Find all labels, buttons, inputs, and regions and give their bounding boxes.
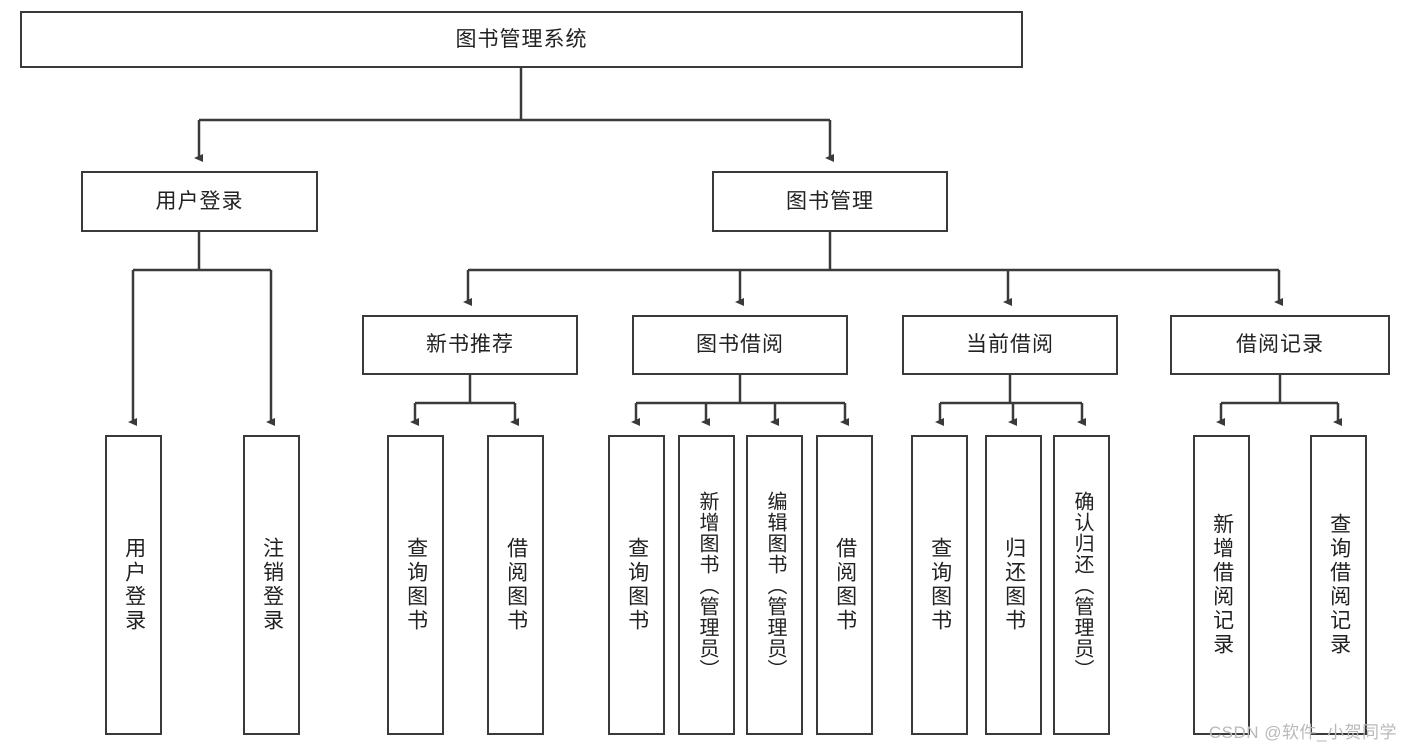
node-label: 当前借阅	[966, 333, 1054, 357]
node-label: 借阅图书	[833, 537, 857, 633]
node-l3-new-book-rec[interactable]: 新书推荐	[362, 315, 578, 375]
node-leaf-leaf-borrow-book-b[interactable]: 借阅图书	[816, 435, 873, 735]
node-label: 注销登录	[260, 537, 284, 633]
node-label: 用户登录	[122, 537, 146, 633]
node-label: 借阅图书	[504, 537, 528, 633]
node-leaf-leaf-borrow-book-rec[interactable]: 借阅图书	[487, 435, 544, 735]
node-l3-current-borrow[interactable]: 当前借阅	[902, 315, 1118, 375]
node-label: 图书借阅	[696, 333, 784, 357]
node-l3-book-borrow[interactable]: 图书借阅	[632, 315, 848, 375]
node-label: 用户登录	[155, 189, 244, 213]
node-label: 查询图书	[625, 537, 649, 633]
node-label: 借阅记录	[1236, 333, 1324, 357]
node-label: 查询借阅记录	[1327, 513, 1351, 657]
node-leaf-leaf-query-record[interactable]: 查询借阅记录	[1310, 435, 1367, 735]
node-leaf-leaf-add-record[interactable]: 新增借阅记录	[1193, 435, 1250, 735]
node-label: 图书管理	[786, 189, 874, 213]
node-label: 图书管理系统	[455, 27, 588, 51]
node-label: 编辑图书（管理员）	[764, 490, 786, 680]
node-label: 新增图书（管理员）	[696, 490, 718, 680]
node-label: 新增借阅记录	[1210, 513, 1234, 657]
node-leaf-leaf-edit-book[interactable]: 编辑图书（管理员）	[746, 435, 803, 735]
node-l3-borrow-record[interactable]: 借阅记录	[1170, 315, 1390, 375]
node-leaf-leaf-query-book-b[interactable]: 查询图书	[608, 435, 665, 735]
node-leaf-leaf-user-logout[interactable]: 注销登录	[243, 435, 300, 735]
node-leaf-leaf-query-book-c[interactable]: 查询图书	[911, 435, 968, 735]
node-label: 新书推荐	[426, 333, 514, 357]
node-leaf-leaf-user-login[interactable]: 用户登录	[105, 435, 162, 735]
node-label: 确认归还（管理员）	[1071, 490, 1093, 680]
node-leaf-leaf-return-book[interactable]: 归还图书	[985, 435, 1042, 735]
node-l2-user-login[interactable]: 用户登录	[81, 171, 318, 232]
node-label: 查询图书	[928, 537, 952, 633]
node-leaf-leaf-confirm-return[interactable]: 确认归还（管理员）	[1053, 435, 1110, 735]
node-root[interactable]: 图书管理系统	[20, 11, 1023, 68]
watermark-text: CSDN @软件_小贺同学	[1208, 723, 1397, 742]
node-l2-book-manage[interactable]: 图书管理	[712, 171, 948, 232]
node-label: 查询图书	[404, 537, 428, 633]
node-leaf-leaf-add-book[interactable]: 新增图书（管理员）	[678, 435, 735, 735]
node-leaf-leaf-query-book-rec[interactable]: 查询图书	[387, 435, 444, 735]
node-label: 归还图书	[1002, 537, 1026, 633]
